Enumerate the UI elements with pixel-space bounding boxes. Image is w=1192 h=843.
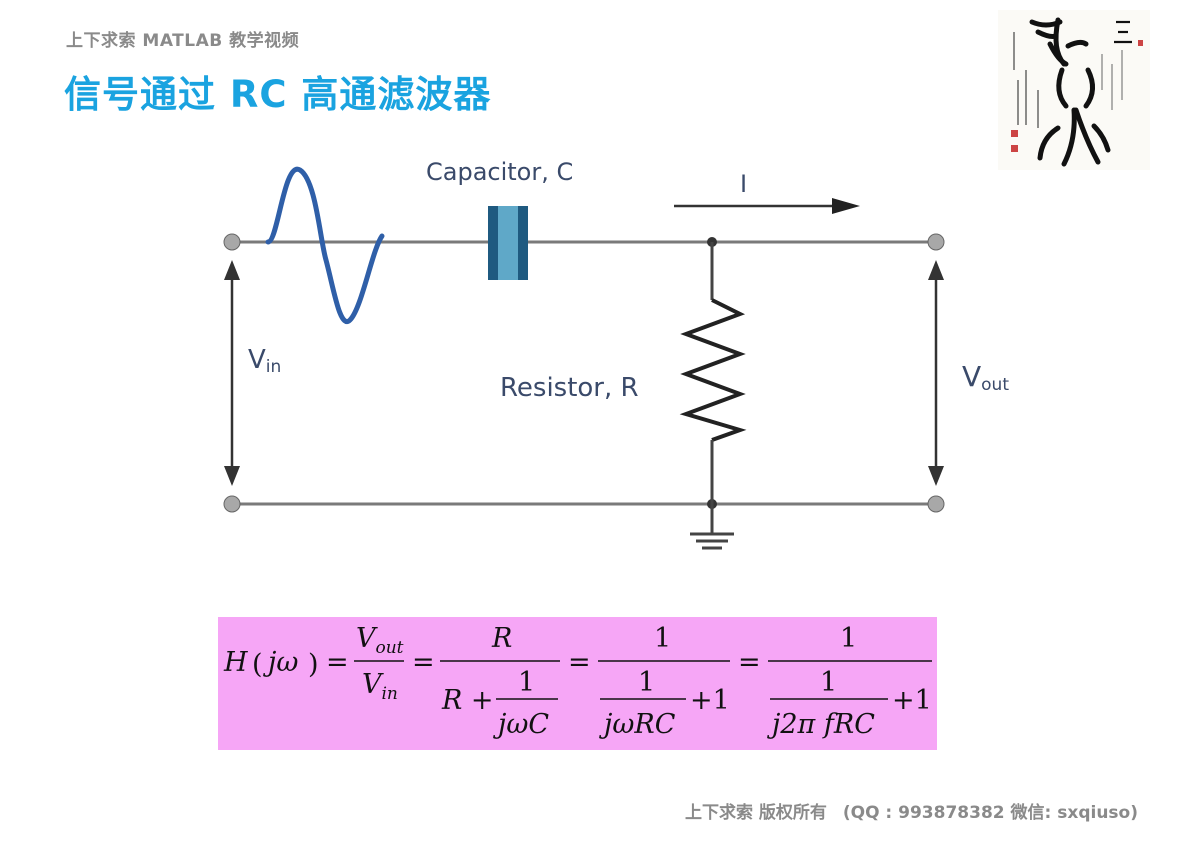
svg-text:+1: +1	[690, 685, 730, 716]
formula-eq-1: =	[326, 647, 349, 678]
svg-text:=: =	[568, 647, 591, 678]
formula-t2-den-left: R +	[441, 685, 494, 716]
transfer-function-formula: H ( jω ) = Vout Vin = R R + 1 jωC = 1 1 …	[223, 623, 932, 740]
svg-text:1: 1	[638, 667, 655, 698]
resistor-symbol	[679, 298, 747, 442]
svg-text:=: =	[412, 647, 435, 678]
current-arrow	[832, 198, 860, 214]
contact-text: (QQ : 993878382 微信: sxqiuso)	[842, 803, 1138, 823]
terminal-out-bottom	[927, 495, 945, 513]
svg-text:): )	[308, 649, 319, 680]
svg-text:1: 1	[518, 667, 535, 698]
svg-text:jωRC: jωRC	[599, 709, 676, 740]
vin-label: Vin	[248, 345, 281, 377]
current-label: I	[740, 170, 747, 198]
rc-high-pass-circuit: Capacitor, C I Resistor, R Vin Vout	[223, 158, 1009, 550]
formula-t4-num: 1	[840, 623, 857, 654]
formula-lhs-arg: jω	[263, 647, 298, 678]
sine-wave-symbol	[265, 166, 385, 325]
vout-label: Vout	[962, 360, 1009, 395]
ground-symbol	[690, 504, 734, 550]
transfer-function-box: H ( jω ) = Vout Vin = R R + 1 jωC = 1 1 …	[218, 617, 937, 750]
formula-vout: Vout	[356, 623, 404, 658]
calligraphy-seal-logo	[998, 10, 1150, 170]
copyright-text: 上下求索 版权所有	[685, 803, 827, 823]
formula-t3-num: 1	[654, 623, 671, 654]
formula-vin: Vin	[362, 669, 398, 704]
svg-text:1: 1	[820, 667, 837, 698]
vout-arrow	[928, 260, 944, 486]
terminal-out-top	[927, 233, 945, 251]
vin-arrow	[224, 260, 240, 486]
formula-t2-num: R	[491, 623, 512, 654]
resistor-label: Resistor, R	[500, 373, 639, 403]
capacitor-symbol	[488, 206, 528, 280]
svg-text:=: =	[738, 647, 761, 678]
svg-text:(: (	[252, 649, 263, 680]
capacitor-label: Capacitor, C	[426, 158, 573, 186]
svg-text:jωC: jωC	[493, 709, 549, 740]
terminal-in-bottom	[223, 495, 241, 513]
series-title: 上下求索 MATLAB 教学视频	[66, 31, 300, 51]
slide-title: 信号通过 RC 高通滤波器	[64, 73, 492, 116]
terminal-in-top	[223, 233, 241, 251]
copyright-footer: 上下求索 版权所有 (QQ : 993878382 微信: sxqiuso)	[685, 798, 1138, 823]
svg-text:+1: +1	[892, 685, 932, 716]
formula-lhs: H	[223, 647, 248, 678]
svg-text:j2π fRC: j2π fRC	[767, 709, 875, 740]
